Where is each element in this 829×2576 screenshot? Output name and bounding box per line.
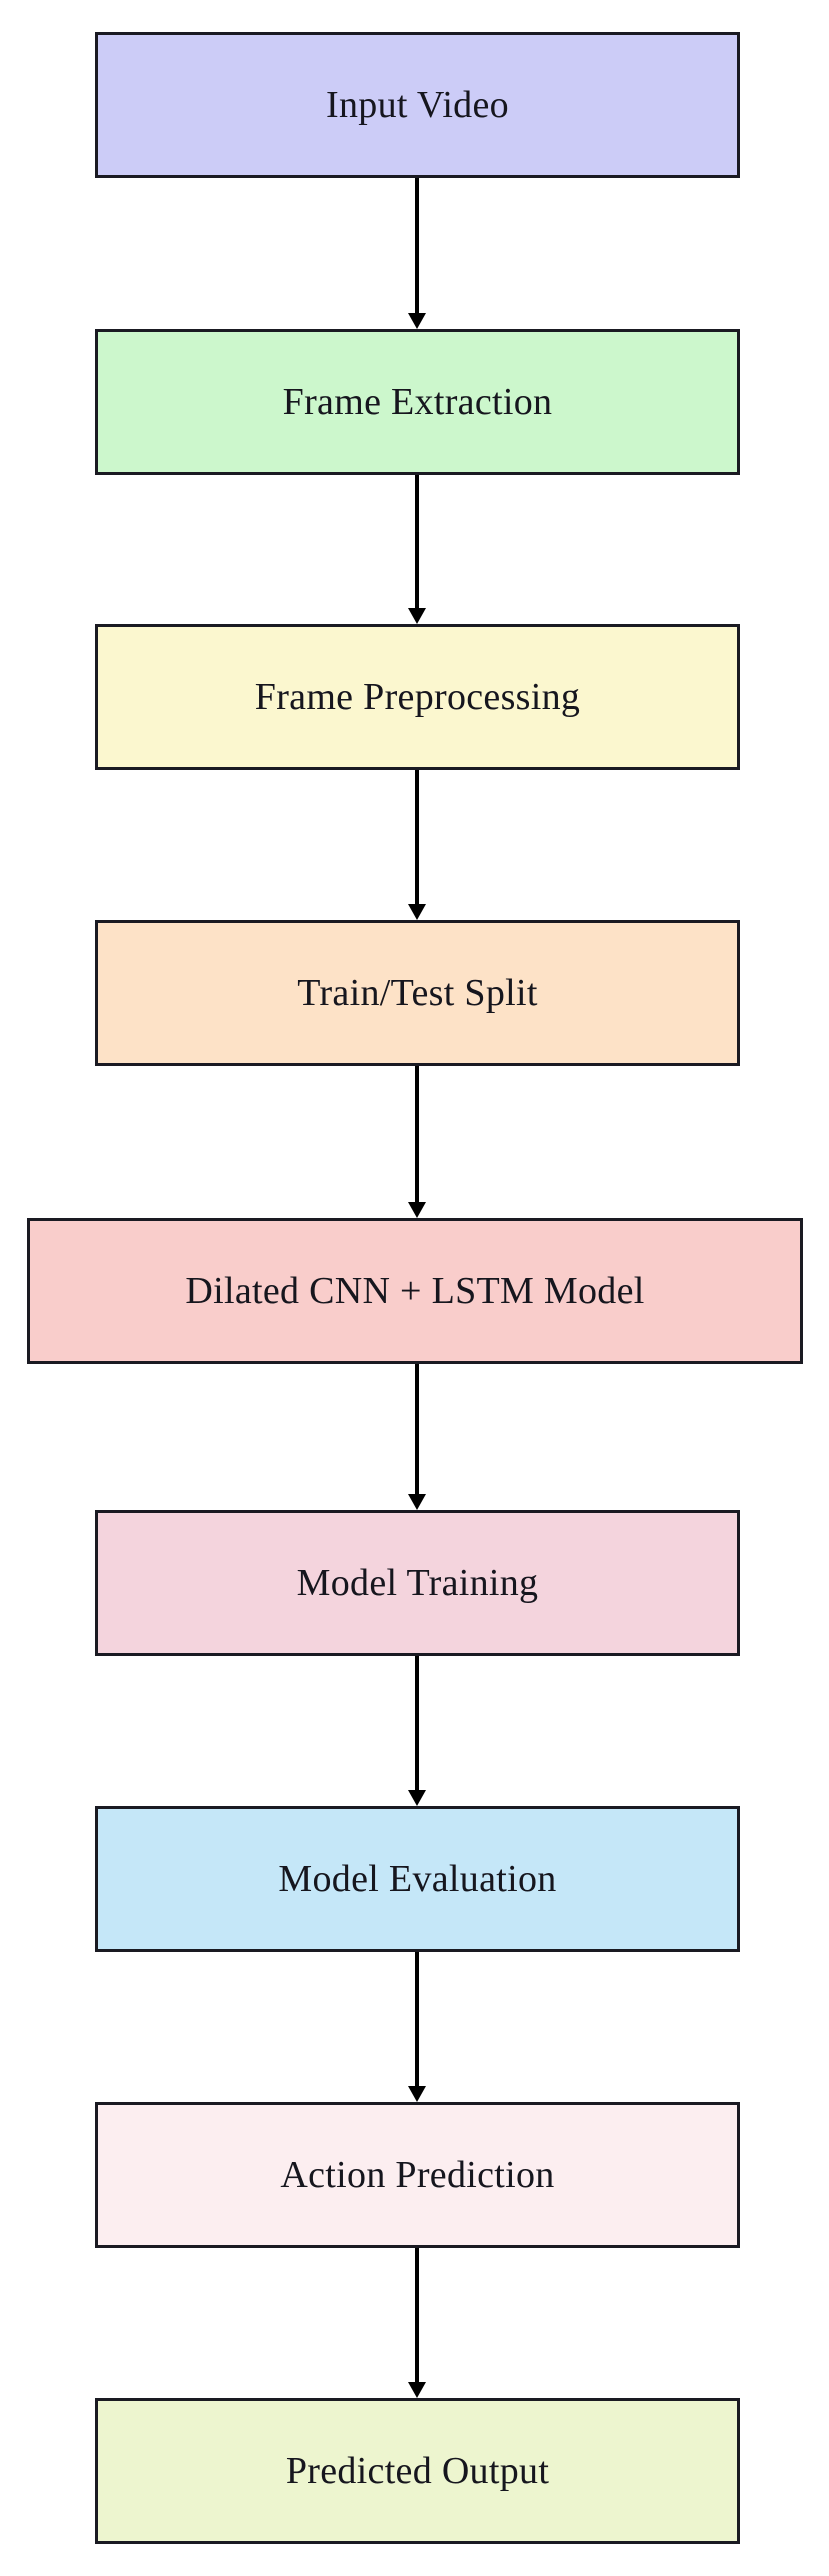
flow-arrow-action-prediction-to-predicted-output [415, 2248, 419, 2384]
node-label-model-training: Model Training [296, 1562, 539, 1604]
arrowhead-icon [408, 1202, 426, 1218]
node-label-frame-preprocessing: Frame Preprocessing [254, 676, 581, 718]
node-label-dilated-cnn-lstm-model: Dilated CNN + LSTM Model [185, 1270, 645, 1312]
node-label-action-prediction: Action Prediction [280, 2154, 555, 2196]
node-label-train-test-split: Train/Test Split [297, 972, 538, 1014]
arrowhead-icon [408, 904, 426, 920]
node-frame-preprocessing[interactable]: Frame Preprocessing [95, 624, 740, 770]
flow-arrow-model-evaluation-to-action-prediction [415, 1952, 419, 2088]
node-action-prediction[interactable]: Action Prediction [95, 2102, 740, 2248]
node-model-training[interactable]: Model Training [95, 1510, 740, 1656]
flow-arrow-model-training-to-model-evaluation [415, 1656, 419, 1792]
node-label-input-video: Input Video [326, 84, 509, 126]
flow-arrow-dilated-cnn-lstm-model-to-model-training [415, 1364, 419, 1496]
arrowhead-icon [408, 1494, 426, 1510]
node-label-model-evaluation: Model Evaluation [278, 1858, 557, 1900]
arrowhead-icon [408, 2382, 426, 2398]
flow-arrow-train-test-split-to-dilated-cnn-lstm-model [415, 1066, 419, 1204]
arrowhead-icon [408, 313, 426, 329]
node-dilated-cnn-lstm-model[interactable]: Dilated CNN + LSTM Model [27, 1218, 803, 1364]
flow-arrow-frame-preprocessing-to-train-test-split [415, 770, 419, 906]
node-frame-extraction[interactable]: Frame Extraction [95, 329, 740, 475]
node-model-evaluation[interactable]: Model Evaluation [95, 1806, 740, 1952]
arrowhead-icon [408, 1790, 426, 1806]
node-input-video[interactable]: Input Video [95, 32, 740, 178]
node-predicted-output[interactable]: Predicted Output [95, 2398, 740, 2544]
flow-arrow-frame-extraction-to-frame-preprocessing [415, 475, 419, 610]
node-label-frame-extraction: Frame Extraction [282, 381, 553, 423]
arrowhead-icon [408, 608, 426, 624]
arrowhead-icon [408, 2086, 426, 2102]
flow-arrow-input-video-to-frame-extraction [415, 178, 419, 315]
node-train-test-split[interactable]: Train/Test Split [95, 920, 740, 1066]
node-label-predicted-output: Predicted Output [285, 2450, 550, 2492]
